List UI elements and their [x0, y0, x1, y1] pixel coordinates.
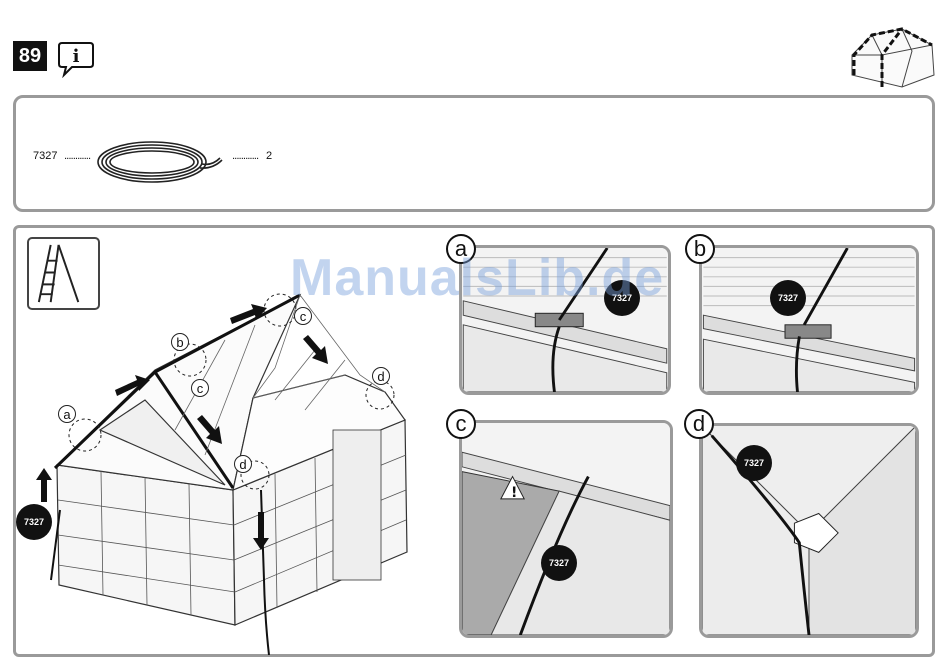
- part-badge: 7327: [770, 280, 806, 316]
- part-quantity: 2: [266, 150, 272, 162]
- callout-b: b: [171, 333, 189, 351]
- detail-label-c: c: [446, 409, 476, 439]
- part-badge: 7327: [16, 504, 52, 540]
- callout-c: c: [191, 379, 209, 397]
- greenhouse-thumbnail-icon: [842, 15, 942, 95]
- part-badge: 7327: [541, 545, 577, 581]
- detail-label-d: d: [684, 409, 714, 439]
- step-number: 89: [13, 41, 47, 71]
- leader-dots: ............: [232, 151, 258, 162]
- svg-text:i: i: [73, 46, 80, 67]
- warning-icon: !: [511, 485, 517, 501]
- callout-d: d: [234, 455, 252, 473]
- part-badge: 7327: [736, 445, 772, 481]
- greenhouse-illustration: [15, 280, 435, 655]
- callout-c: c: [294, 307, 312, 325]
- part-number: 7327: [33, 150, 57, 162]
- callout-a: a: [58, 405, 76, 423]
- rope-coil-icon: [92, 136, 232, 188]
- detail-c-panel: [459, 420, 673, 638]
- detail-b-panel: [699, 245, 919, 395]
- watermark: ManualsLib.de: [290, 248, 664, 308]
- leader-dots: ............: [64, 151, 90, 162]
- info-icon: i: [56, 40, 96, 78]
- callout-d: d: [372, 367, 390, 385]
- detail-label-b: b: [685, 234, 715, 264]
- detail-d-panel: [699, 423, 919, 638]
